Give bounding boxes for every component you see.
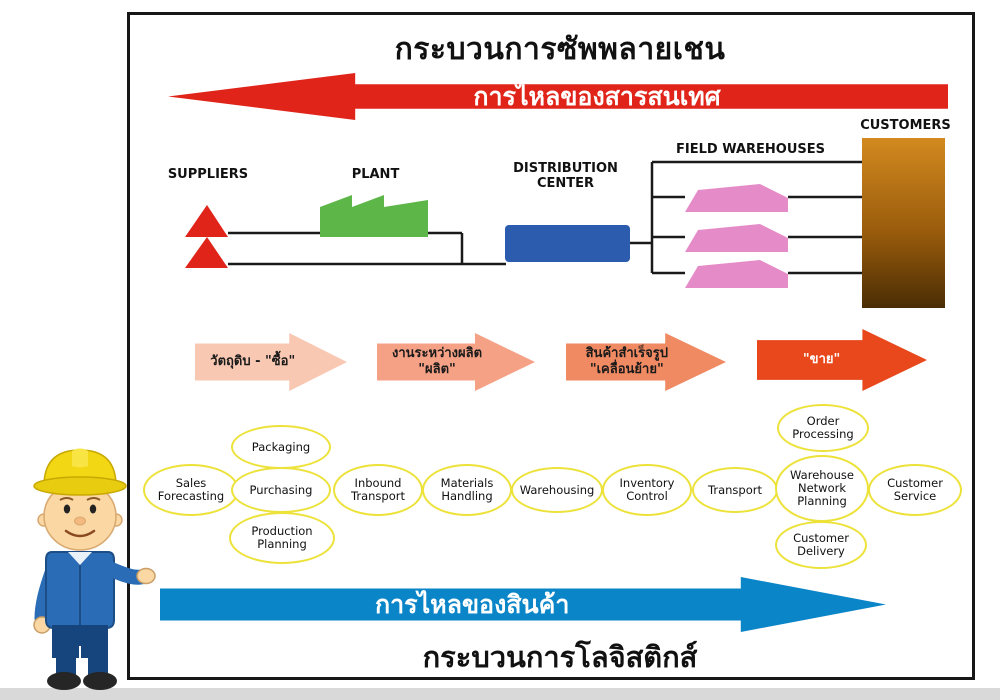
stage-label: วัตถุดิบ - "ซื้อ" [210,353,296,369]
stage-arrow-sell: "ขาย" [757,329,927,391]
activity-oval-warehouse-network-planning: Warehouse Network Planning [775,455,869,522]
activity-oval-inventory-control: Inventory Control [602,464,692,516]
activity-oval-transport: Transport [692,467,778,513]
goods-flow-label: การไหลของสินค้า [374,589,570,619]
activity-oval-sales-forecasting: Sales Forecasting [143,464,239,516]
distribution-center-icon [505,225,630,262]
connector-lines [228,160,862,275]
activity-oval-order-processing: Order Processing [777,404,869,452]
engineer-mascot [33,448,156,690]
stage-arrow-produce: งานระหว่างผลิต "ผลิต" [377,333,535,391]
activity-oval-customer-delivery: Customer Delivery [775,521,867,569]
stage-sublabel: "เคลื่อนย้าย" [589,362,664,377]
plant-label: PLANT [351,167,400,182]
activity-oval-warehousing: Warehousing [511,467,603,513]
customers-label: CUSTOMERS [860,118,951,133]
activity-oval-production-planning: Production Planning [229,512,335,564]
activity-oval-purchasing: Purchasing [231,467,331,513]
stage-label: งานระหว่างผลิต [392,345,483,361]
bottom-border-strip [0,688,1000,700]
plant-icon [320,195,428,237]
customers-icon [862,138,945,308]
stage-label: สินค้าสำเร็จรูป [585,345,668,361]
supply-chain-network [185,138,945,308]
stage-arrow-move: สินค้าสำเร็จรูป "เคลื่อนย้าย" [566,333,726,391]
suppliers-icon [185,205,228,268]
stage-sublabel: "ผลิต" [418,362,456,377]
activity-oval-inbound-transport: Inbound Transport [333,464,423,516]
activity-oval-packaging: Packaging [231,425,331,469]
stage-arrow-buy: วัตถุดิบ - "ซื้อ" [195,333,347,391]
logistics-title: กระบวนการโลจิสติกส์ [422,640,698,674]
field-warehouses-label: FIELD WAREHOUSES [676,142,825,157]
information-flow-label: การไหลของสารสนเทศ [473,81,721,111]
activity-oval-materials-handling: Materials Handling [422,464,512,516]
suppliers-label: SUPPLIERS [167,167,249,182]
activity-oval-customer-service: Customer Service [868,464,962,516]
page-title: กระบวนการซัพพลายเชน [394,32,726,67]
stage-label: "ขาย" [802,351,841,367]
distribution-center-label: DISTRIBUTION CENTER [513,161,618,191]
field-warehouses-icon [685,184,788,288]
